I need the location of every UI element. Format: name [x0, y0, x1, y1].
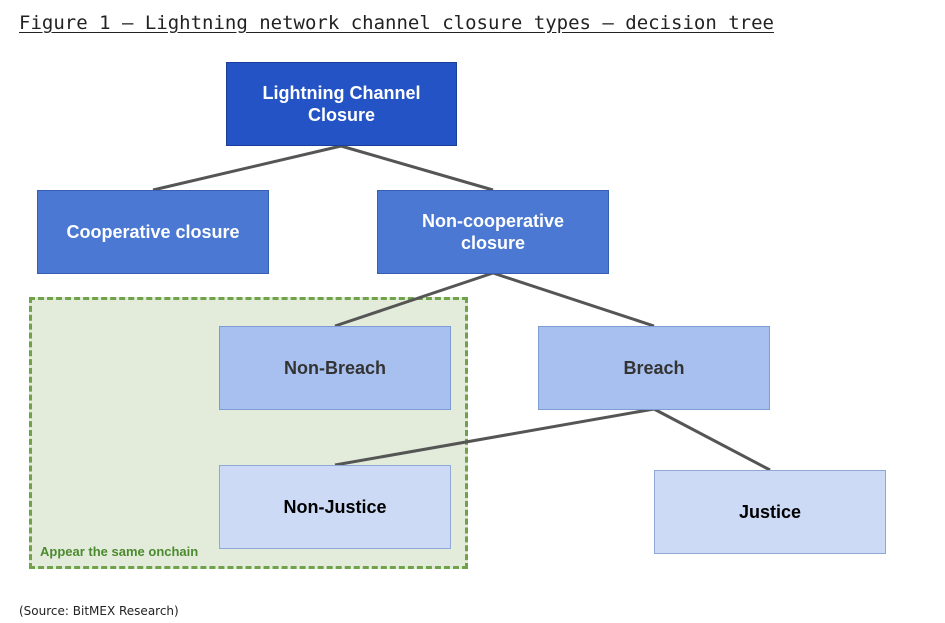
node-label: Justice: [738, 502, 802, 522]
node-non-justice: Non-Justice: [219, 465, 451, 549]
edge-non-cooperative-to-breach: [492, 271, 655, 328]
node-non-cooperative-closure: Non-cooperative closure: [377, 190, 609, 274]
node-cooperative-closure: Cooperative closure: [37, 190, 269, 274]
node-label: Lightning Channel Closure: [262, 83, 421, 125]
group-label: Appear the same onchain: [40, 544, 199, 559]
edge-breach-to-justice: [653, 407, 771, 472]
node-label: Breach: [623, 358, 685, 378]
edge-root-to-cooperative: [152, 144, 342, 192]
source-note: (Source: BitMEX Research): [19, 604, 179, 618]
node-lightning-channel-closure: Lightning Channel Closure: [226, 62, 457, 146]
node-label: Non-cooperative closure: [421, 211, 565, 253]
edge-non-cooperative-to-non-breach: [334, 271, 494, 328]
node-label: Cooperative closure: [66, 222, 240, 242]
figure-title: Figure 1 – Lightning network channel clo…: [19, 12, 774, 34]
node-non-breach: Non-Breach: [219, 326, 451, 410]
node-justice: Justice: [654, 470, 886, 554]
node-breach: Breach: [538, 326, 770, 410]
node-label: Non-Justice: [283, 497, 387, 517]
node-label: Non-Breach: [283, 358, 386, 378]
edge-breach-to-non-justice: [334, 407, 655, 467]
edge-root-to-non-cooperative: [340, 144, 494, 192]
